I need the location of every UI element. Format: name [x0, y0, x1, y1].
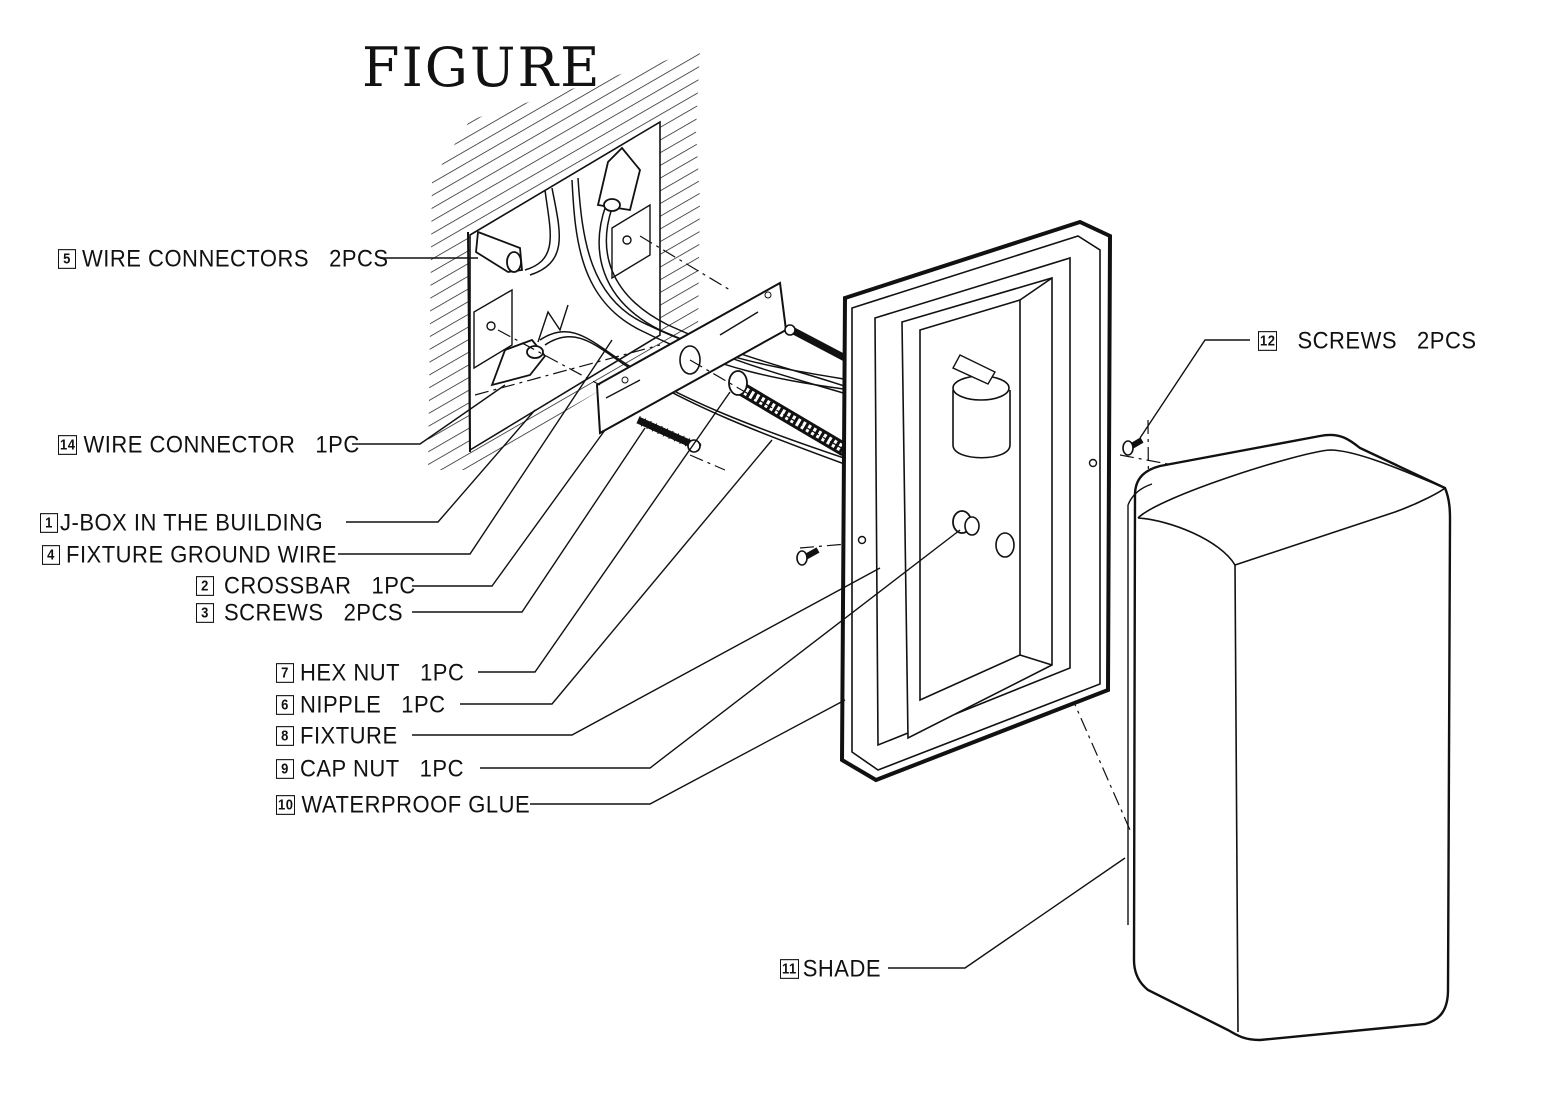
label-number: 10	[276, 795, 296, 815]
leader-12	[1139, 339, 1250, 439]
label-number: 8	[276, 726, 294, 746]
label-text: SCREWS	[1297, 326, 1398, 355]
label-cap-nut: 9 CAP NUT 1PC	[276, 755, 464, 784]
label-number: 3	[196, 603, 214, 623]
label-number: 1	[40, 513, 58, 533]
leader-9	[480, 529, 961, 769]
wire-connector-top	[596, 146, 641, 212]
leader-3	[412, 427, 646, 613]
label-qty: 1PC	[315, 430, 360, 459]
label-text: CAP NUT	[300, 754, 400, 783]
label-qty: 2PCS	[1417, 326, 1477, 355]
fixture-screws	[796, 437, 1144, 566]
label-text: CROSSBAR	[224, 571, 352, 600]
label-wire-connector: 14 WIRE CONNECTOR 1PC	[58, 431, 360, 460]
label-text: WIRE CONNECTORS	[82, 244, 310, 273]
label-text: FIXTURE GROUND WIRE	[66, 540, 338, 569]
wall	[428, 50, 700, 470]
label-qty: 1PC	[420, 658, 465, 687]
label-qty: 1PC	[419, 754, 464, 783]
label-text: J-BOX IN THE BUILDING	[60, 508, 324, 537]
label-screws-shade: 12 SCREWS 2PCS	[1258, 327, 1477, 356]
label-fixture: 8 FIXTURE	[276, 722, 398, 751]
label-number: 2	[196, 576, 214, 596]
label-text: WATERPROOF GLUE	[301, 790, 531, 819]
label-text: HEX NUT	[300, 658, 401, 687]
leader-7	[478, 391, 731, 673]
label-text: NIPPLE	[300, 690, 382, 719]
label-number: 5	[58, 249, 76, 269]
label-fixture-ground-wire: 4 FIXTURE GROUND WIRE	[42, 541, 337, 570]
wire-connector-lower	[490, 338, 547, 387]
leader-14	[352, 384, 506, 445]
label-number: 9	[276, 759, 294, 779]
leader-11	[888, 857, 1126, 969]
figure-title: FIGURE	[362, 36, 602, 99]
leader-lines	[338, 257, 1250, 969]
label-qty: 1PC	[371, 571, 416, 600]
label-shade: 11 SHADE	[780, 955, 881, 984]
leader-6	[460, 439, 773, 705]
wire-connector-left	[475, 230, 523, 273]
label-text: SCREWS	[224, 598, 324, 627]
label-qty: 2PCS	[343, 598, 404, 627]
label-number: 6	[276, 695, 294, 715]
label-number: 14	[58, 435, 78, 455]
label-qty: 2PCS	[329, 244, 389, 273]
label-text: FIXTURE	[300, 721, 398, 750]
label-crossbar: 2 CROSSBAR 1PC	[196, 572, 416, 601]
label-qty: 1PC	[401, 690, 446, 719]
label-number: 7	[276, 663, 294, 683]
leader-10	[530, 699, 846, 805]
leader-1	[346, 409, 536, 523]
label-nipple: 6 NIPPLE 1PC	[276, 691, 446, 720]
label-number: 4	[42, 545, 60, 565]
label-waterproof-glue: 10 WATERPROOF GLUE	[276, 791, 530, 820]
leader-4	[338, 339, 613, 555]
shade	[1127, 433, 1452, 1042]
label-number: 11	[780, 959, 799, 979]
label-wire-connectors: 5 WIRE CONNECTORS 2PCS	[58, 245, 389, 274]
label-hex-nut: 7 HEX NUT 1PC	[276, 659, 464, 688]
leader-8	[412, 567, 881, 736]
label-number: 12	[1258, 331, 1278, 351]
label-text: WIRE CONNECTOR	[83, 430, 296, 459]
label-j-box: 1 J-BOX IN THE BUILDING	[40, 509, 323, 538]
leader-2	[412, 429, 606, 587]
label-screws-crossbar: 3 SCREWS 2PCS	[196, 599, 403, 628]
fixture	[839, 219, 1113, 783]
label-text: SHADE	[802, 954, 882, 983]
